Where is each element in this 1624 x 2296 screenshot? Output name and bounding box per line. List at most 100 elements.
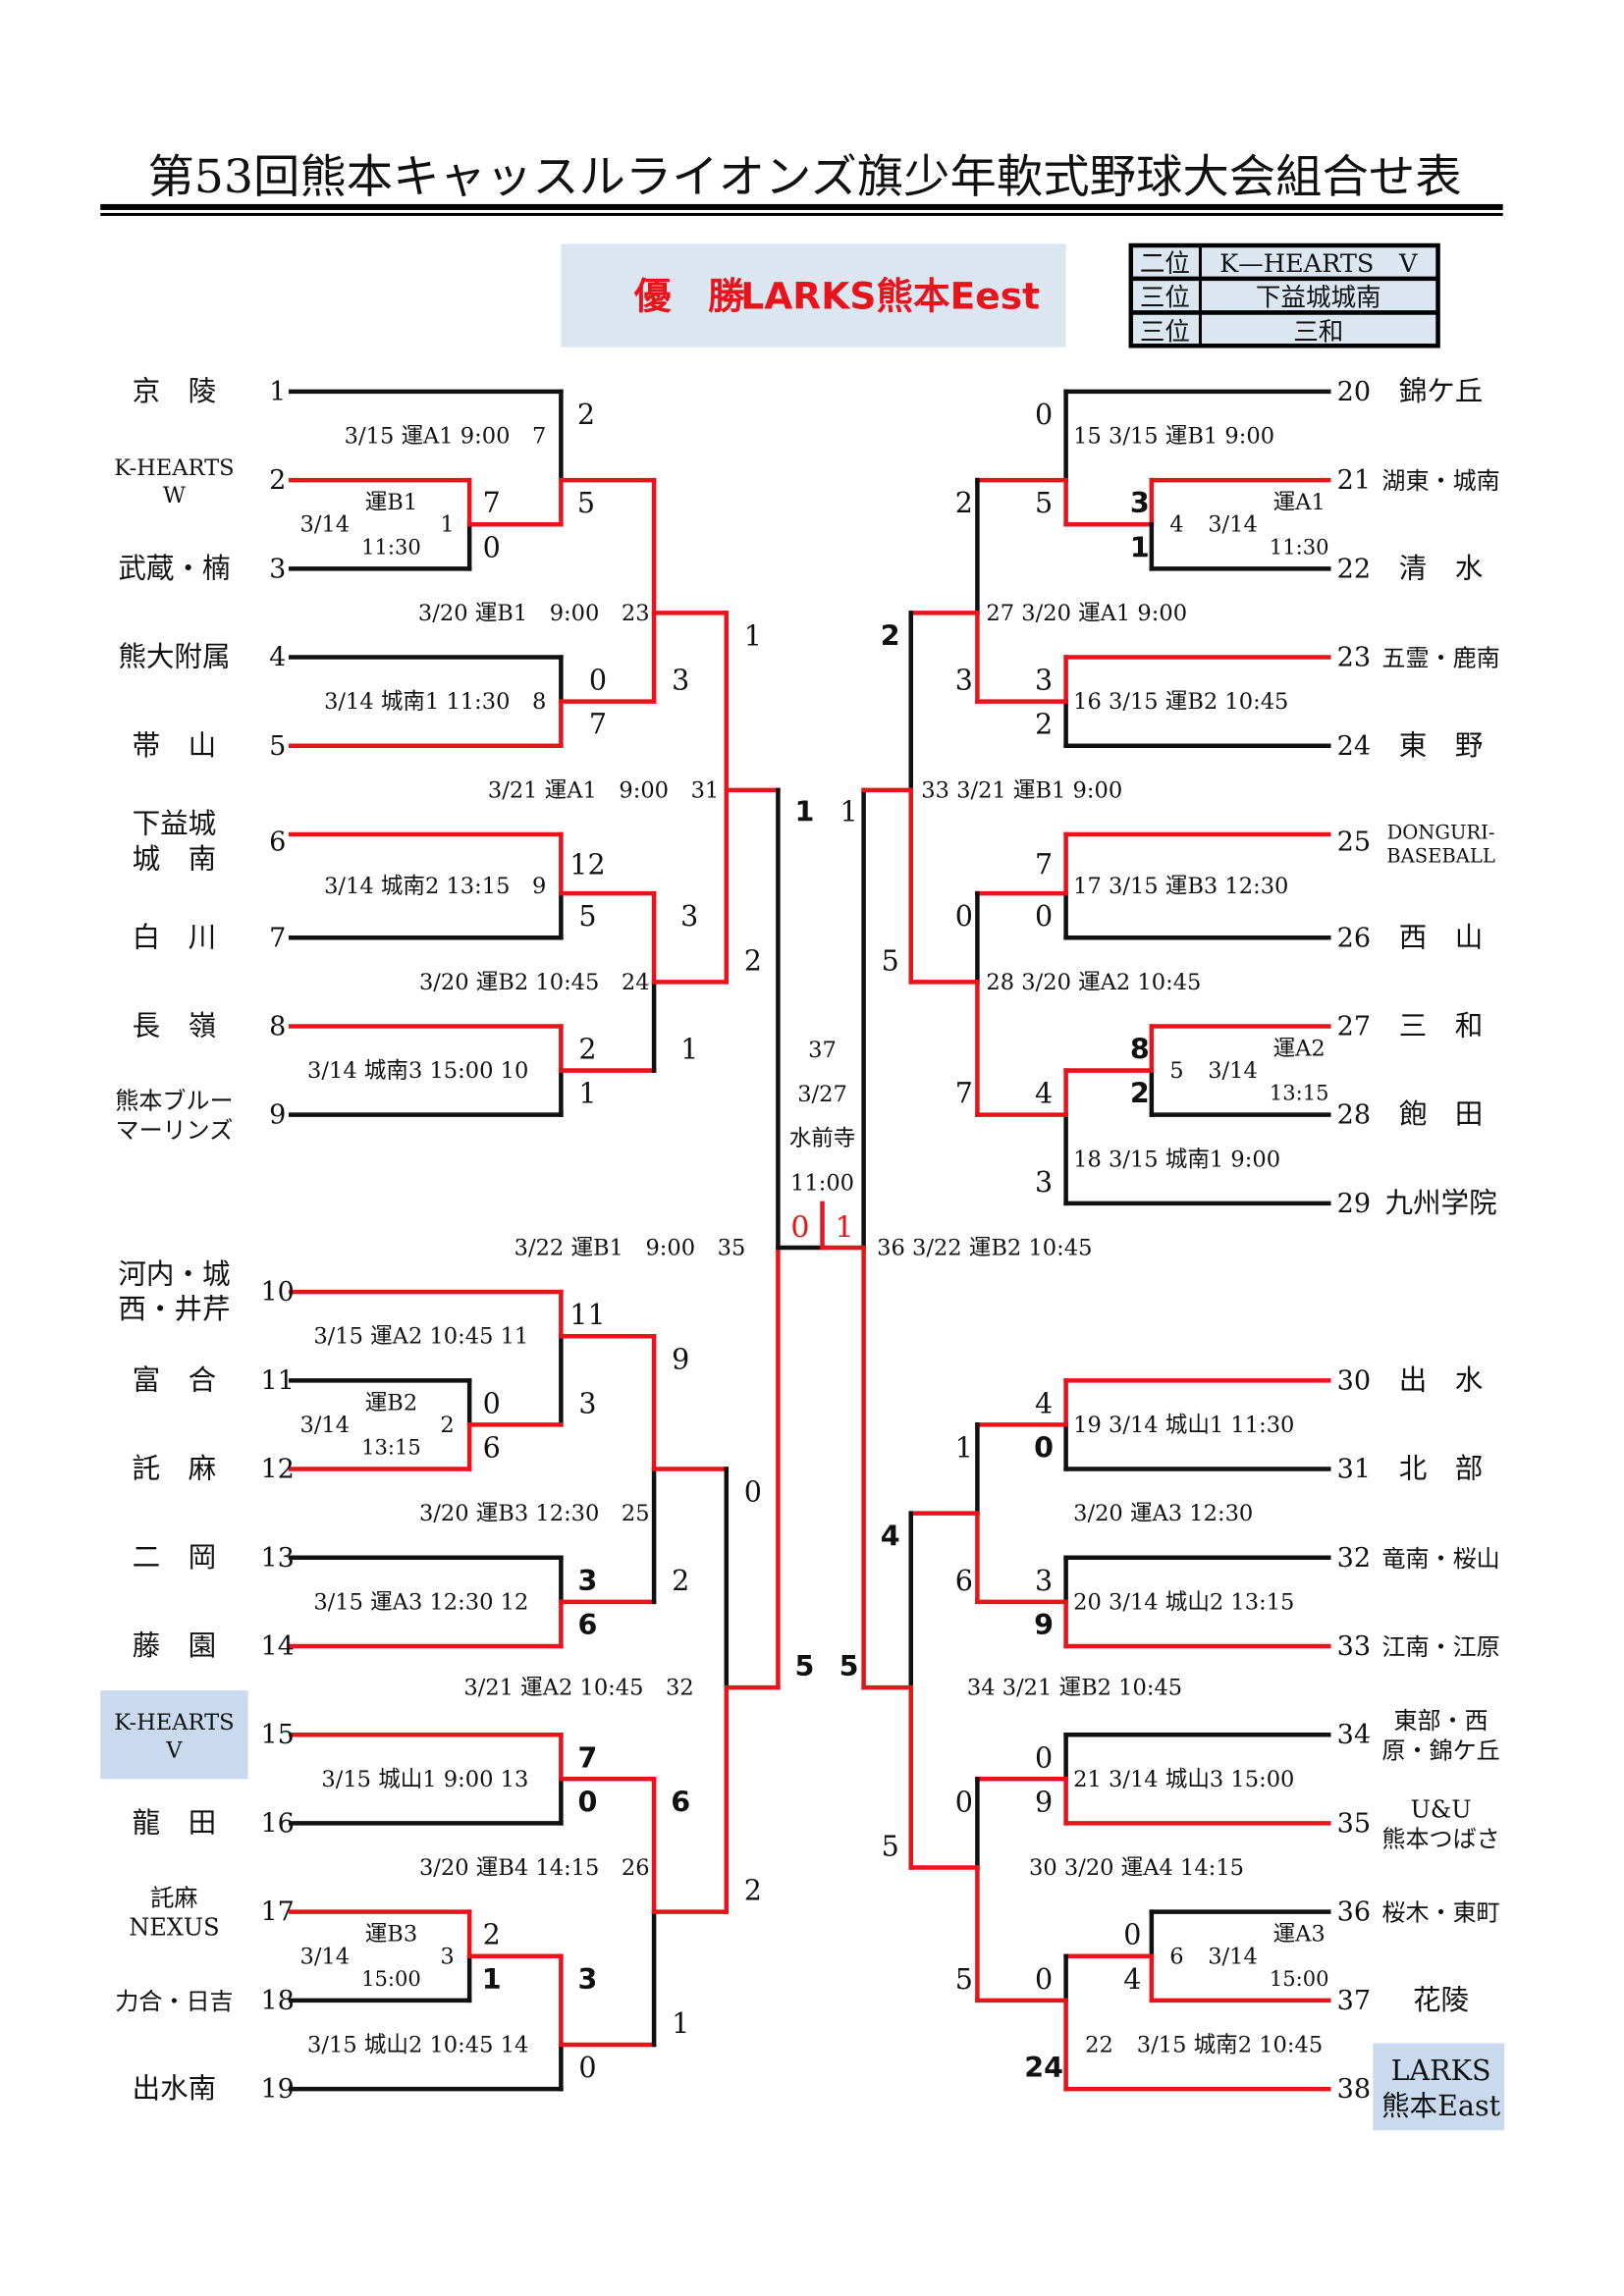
highlight-k-hearts-v xyxy=(100,1690,248,1780)
team-name: 白 川 xyxy=(133,920,217,953)
team-name: 出 水 xyxy=(1399,1362,1484,1396)
game-label: 19 3/14 城山1 11:30 xyxy=(1073,1413,1294,1438)
team-number: 34 xyxy=(1337,1720,1371,1750)
team-name: 龍 田 xyxy=(133,1805,217,1839)
team-name: 桜木・東町 xyxy=(1381,1899,1499,1927)
team-number: 28 xyxy=(1337,1100,1371,1131)
score: 3 xyxy=(1035,1165,1053,1199)
team-name: U&U xyxy=(1411,1795,1472,1823)
standings-team: K—HEARTS V xyxy=(1219,249,1418,279)
game-label: 15:00 xyxy=(1270,1966,1329,1991)
team-name: 下益城 xyxy=(133,807,217,840)
team-name: V xyxy=(165,1737,183,1763)
team-number: 22 xyxy=(1337,554,1371,584)
game-label: 16 3/15 運B2 10:45 xyxy=(1073,689,1288,715)
team-name: LARKS xyxy=(1391,2054,1491,2087)
team-name: 東部・西 xyxy=(1393,1707,1488,1735)
team-number: 29 xyxy=(1337,1189,1371,1219)
standings-team: 三和 xyxy=(1293,317,1343,347)
game-label: 3/14 城南3 15:00 10 xyxy=(307,1058,528,1084)
score: 6 xyxy=(955,1564,973,1597)
team-number: 32 xyxy=(1337,1543,1371,1574)
team-name: 花陵 xyxy=(1413,1983,1469,2016)
score: 9 xyxy=(1035,1785,1053,1818)
team-number: 9 xyxy=(269,1100,286,1131)
team-name: 託麻 xyxy=(150,1885,197,1912)
team-number: 23 xyxy=(1337,643,1371,673)
champion-label: 優 勝 xyxy=(633,275,745,318)
game-label: 3/22 運B1 9:00 35 xyxy=(514,1236,746,1261)
game-label: 30 3/20 運A4 14:15 xyxy=(1029,1855,1244,1881)
game-label: 4 xyxy=(1169,512,1183,538)
score: 0 xyxy=(1035,899,1053,933)
score: 4 xyxy=(1035,1386,1053,1419)
score: 1 xyxy=(840,794,858,828)
score: 7 xyxy=(483,486,501,519)
team-number: 18 xyxy=(260,1986,294,2016)
champion-box: 優 勝 LARKS熊本Eest xyxy=(561,243,1066,347)
final-score-left: 0 xyxy=(790,1210,809,1245)
game-label: 3/15 運A2 10:45 11 xyxy=(313,1324,528,1350)
game-label: 3/20 運B3 12:30 25 xyxy=(419,1501,650,1526)
team-name: 長 嶺 xyxy=(133,1008,217,1041)
team-name: 清 水 xyxy=(1399,551,1484,584)
score: 3 xyxy=(1035,1564,1053,1597)
game-label: 13:15 xyxy=(1270,1081,1329,1105)
game-label: 3/14 xyxy=(1208,1944,1258,1969)
score: 2 xyxy=(744,943,762,977)
game-label: 3/20 運B2 10:45 24 xyxy=(419,970,650,995)
score: 5 xyxy=(1035,486,1053,519)
score: 7 xyxy=(955,1077,973,1110)
score: 9 xyxy=(1034,1608,1054,1641)
game-label: 運B2 xyxy=(365,1390,417,1415)
champion-team: LARKS熊本Eest xyxy=(740,275,1040,318)
game-label: 3/21 運A2 10:45 32 xyxy=(463,1676,693,1701)
team-number: 24 xyxy=(1337,731,1371,762)
page-title: 第53回熊本キャッスルライオンズ旗少年軟式野球大会組合せ表 xyxy=(147,150,1461,203)
score: 5 xyxy=(882,943,899,977)
score: 2 xyxy=(578,1033,596,1066)
score: 5 xyxy=(795,1649,815,1682)
score: 2 xyxy=(955,486,973,519)
team-number: 27 xyxy=(1337,1011,1371,1041)
game-label: 運A1 xyxy=(1273,490,1326,515)
game-label: 3/21 運A1 9:00 31 xyxy=(488,777,719,803)
team-name: 九州学院 xyxy=(1384,1186,1496,1219)
game-label: 3/20 運A3 12:30 xyxy=(1073,1501,1253,1526)
score: 1 xyxy=(672,2006,689,2040)
game-label: 3/14 xyxy=(299,1413,350,1438)
team-number: 19 xyxy=(260,2074,294,2105)
score: 12 xyxy=(569,848,605,881)
team-name: 河内・城 xyxy=(118,1256,230,1290)
team-name: 富 合 xyxy=(133,1362,217,1396)
standings-team: 下益城城南 xyxy=(1256,284,1381,313)
team-name: 城 南 xyxy=(133,841,217,875)
game-label: 3/14 xyxy=(1208,1058,1258,1084)
score: 0 xyxy=(578,2051,596,2084)
score: 3 xyxy=(680,899,698,933)
final-game-number: 37 xyxy=(808,1038,837,1063)
title-underline-thin xyxy=(100,212,1503,216)
team-name: W xyxy=(163,483,187,508)
title-underline-thick xyxy=(100,203,1503,210)
final-venue: 水前寺 xyxy=(789,1126,856,1151)
score: 3 xyxy=(1130,486,1150,519)
team-name: 京 陵 xyxy=(133,374,217,407)
score: 7 xyxy=(578,1740,598,1774)
team-name: NEXUS xyxy=(129,1914,219,1942)
team-name: 東 野 xyxy=(1399,728,1484,762)
score: 5 xyxy=(578,899,596,933)
game-label: 運A3 xyxy=(1273,1922,1326,1948)
game-label: 3/14 xyxy=(299,1944,350,1969)
team-name: K-HEARTS xyxy=(114,455,234,481)
game-label: 6 xyxy=(1169,1944,1183,1969)
score: 2 xyxy=(1035,708,1053,741)
final-score-right: 1 xyxy=(836,1210,854,1245)
score: 8 xyxy=(1130,1033,1150,1066)
score: 0 xyxy=(1035,398,1053,431)
game-label: 3/14 xyxy=(299,512,350,538)
team-number: 13 xyxy=(260,1543,294,1574)
game-label: 33 3/21 運B1 9:00 xyxy=(921,777,1122,803)
